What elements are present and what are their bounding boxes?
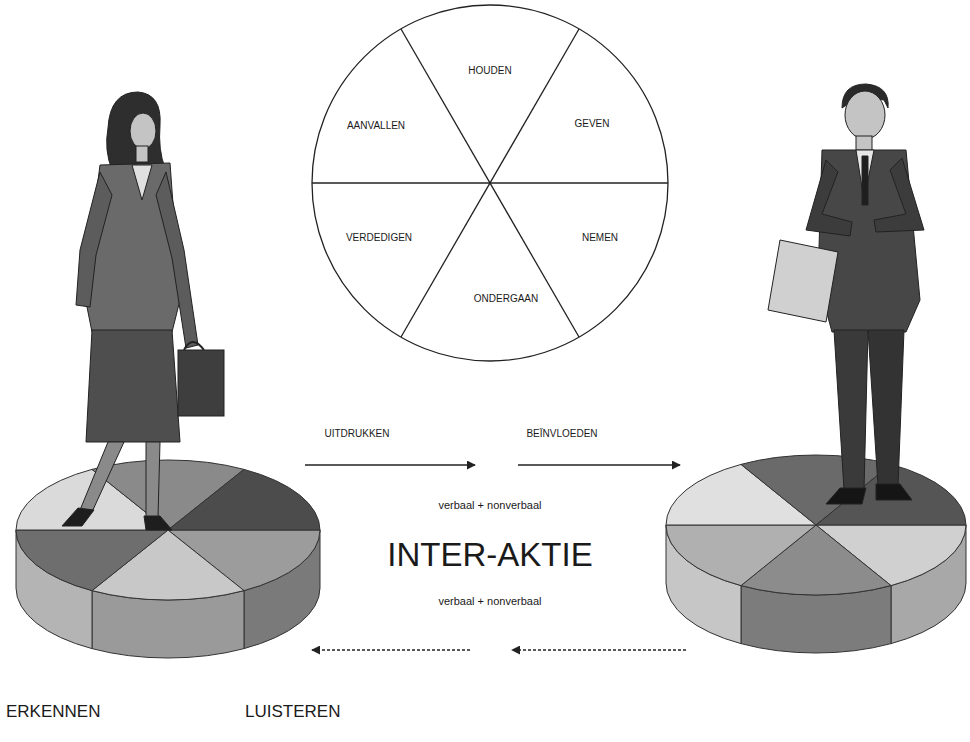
wheel-divider bbox=[401, 29, 579, 337]
arm bbox=[806, 160, 852, 236]
segment-label: NEMEN bbox=[582, 232, 618, 243]
face bbox=[845, 91, 885, 139]
shoe bbox=[62, 508, 94, 526]
briefcase bbox=[768, 240, 838, 322]
disk-side bbox=[92, 591, 244, 658]
disk-side bbox=[741, 586, 891, 653]
bag-handle bbox=[184, 342, 204, 350]
dashed-arrow bbox=[512, 649, 686, 651]
behaviour-wheel bbox=[312, 5, 668, 361]
shoe bbox=[876, 484, 912, 500]
interaction-arrows bbox=[305, 465, 686, 650]
segment-label: HOUDEN bbox=[468, 65, 511, 76]
woman-figure bbox=[62, 92, 224, 530]
shoe bbox=[144, 516, 172, 530]
disk-wedge bbox=[168, 469, 320, 530]
channel-note: verbaal + nonverbaal bbox=[438, 595, 541, 607]
trouser-leg bbox=[868, 330, 904, 486]
briefcase bbox=[178, 350, 224, 416]
arm bbox=[156, 172, 198, 348]
segment-label: AANVALLEN bbox=[347, 120, 405, 131]
blouse bbox=[132, 165, 152, 200]
disk-wedge bbox=[16, 530, 168, 591]
right-disk bbox=[666, 455, 966, 653]
arm bbox=[76, 172, 112, 307]
disk-wedge bbox=[666, 525, 816, 586]
channel-note: verbaal + nonverbaal bbox=[438, 499, 541, 511]
skirt bbox=[86, 330, 180, 442]
flow-label: BEÏNVLOEDEN bbox=[526, 428, 597, 439]
segment-label: ONDERGAAN bbox=[474, 293, 538, 304]
tie bbox=[862, 156, 868, 205]
segment-label: GEVEN bbox=[574, 118, 609, 129]
caption-word: LUISTEREN bbox=[245, 703, 340, 722]
wheel-divider bbox=[401, 29, 579, 337]
left-disk bbox=[16, 460, 320, 658]
solid-arrow bbox=[305, 464, 475, 466]
arm bbox=[874, 158, 924, 232]
segment-label: VERDEDIGEN bbox=[346, 232, 412, 243]
shoe bbox=[826, 488, 866, 504]
caption-word: ERKENNEN bbox=[6, 703, 100, 722]
wheel-circle bbox=[312, 5, 668, 361]
hair bbox=[107, 92, 165, 170]
trouser-leg bbox=[834, 330, 868, 490]
dashed-arrow bbox=[312, 649, 470, 651]
man-figure bbox=[768, 84, 924, 504]
interaction-title: INTER-AKTIE bbox=[387, 537, 592, 573]
face bbox=[130, 113, 156, 149]
leg bbox=[80, 442, 124, 512]
solid-arrow bbox=[518, 464, 680, 466]
leg bbox=[146, 442, 160, 518]
neck bbox=[136, 146, 148, 162]
flow-label: UITDRUKKEN bbox=[324, 428, 389, 439]
